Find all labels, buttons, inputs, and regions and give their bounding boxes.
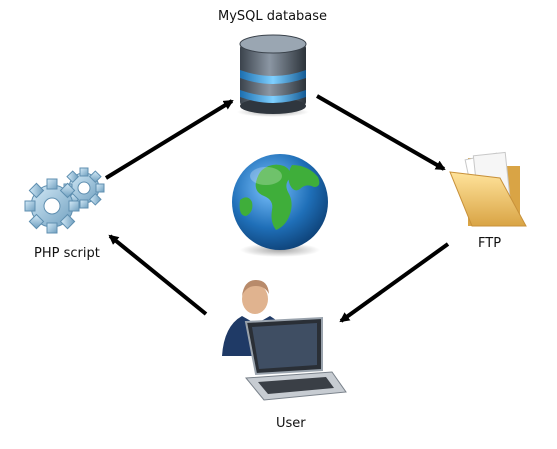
globe-icon <box>232 154 328 257</box>
edge-user-to-php <box>108 234 208 316</box>
ftp-label: FTP <box>478 236 502 251</box>
database-label: MySQL database <box>218 9 328 24</box>
folder-icon <box>449 151 527 227</box>
php-script-label: PHP script <box>34 246 100 261</box>
gears-icon <box>24 167 105 234</box>
user-label: User <box>276 416 306 431</box>
database-icon <box>237 34 309 117</box>
edge-database-to-ftp <box>316 94 446 171</box>
user-laptop-icon <box>222 280 347 401</box>
edge-php-to-database <box>104 99 234 180</box>
edge-ftp-to-user <box>339 242 450 323</box>
